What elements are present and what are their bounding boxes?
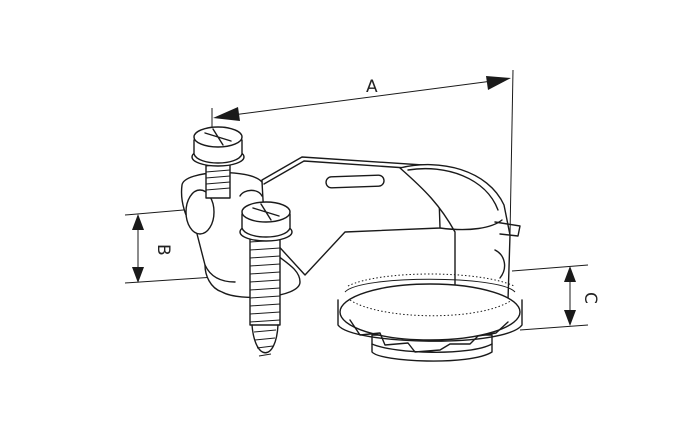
locknut-rim [337,299,523,342]
elbow-notch [494,249,506,279]
dimension-label-b: B [153,244,173,256]
front-screw-tip [251,324,279,354]
dimension-line-a [224,79,501,117]
elbow-lip [494,221,521,237]
locknut-serrations [349,299,513,317]
locknut-serrations-top [347,273,515,287]
elbow-contour [407,167,499,211]
threaded-hub [371,334,493,362]
arrowhead-c-bottom [564,310,576,326]
dimension-label-a: A [366,77,378,97]
clamp-lower-curve [204,264,236,283]
plate-slot [325,174,385,189]
locknut-lugs [349,319,509,353]
dimension-c: C [511,264,600,331]
extension-line-c-top [511,264,589,272]
extension-line-a-right [509,69,514,236]
dimension-a: A [211,69,514,236]
extension-line-c-bottom [519,324,589,331]
locknut-assembly [337,273,523,362]
front-screw-slot [252,203,280,221]
hub-thread-line [371,343,493,353]
clamp-upper-curve [239,189,263,197]
arrowhead-b-bottom [132,267,144,283]
front-screw [239,201,293,357]
front-screw-tip-threads [253,329,277,357]
arrowhead-a-right [486,76,511,90]
arrowhead-b-top [132,214,144,230]
extension-line-b-top [124,208,196,216]
plate-edge [263,160,437,185]
rear-screw [191,126,245,199]
locknut-outer [339,283,521,341]
dimension-b: B [124,208,231,284]
clamp-bore-left [185,189,215,235]
arrowhead-a-left [213,107,240,121]
arrowhead-c-top [564,266,576,282]
locknut-top-ridge [344,278,516,293]
rear-screw-slot [204,128,232,146]
dimension-label-c: C [580,292,600,304]
